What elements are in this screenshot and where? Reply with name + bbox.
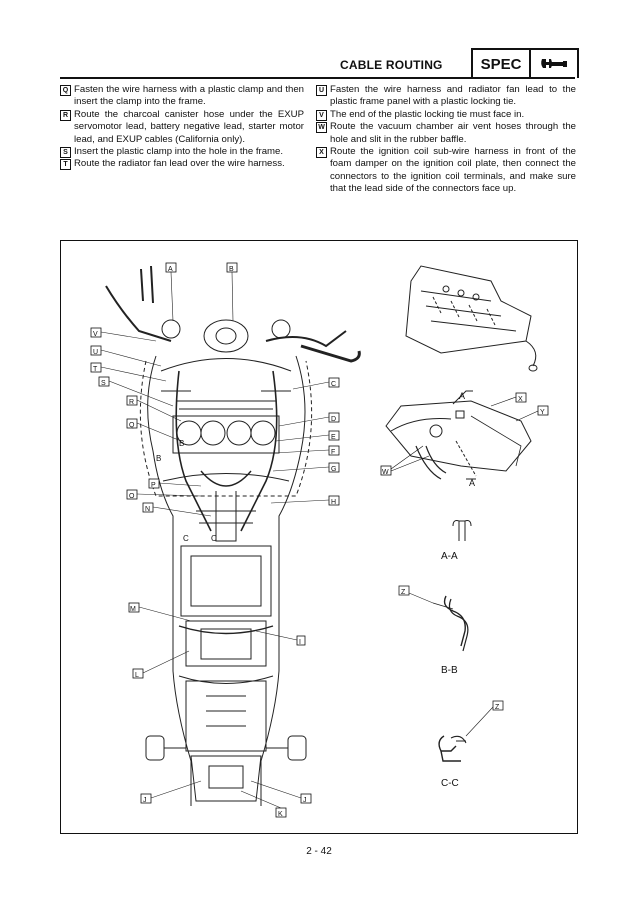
svg-text:A: A <box>469 478 475 488</box>
callout-b: B <box>229 266 234 273</box>
callout-l: L <box>135 672 139 679</box>
callout-labels: A B C D E F G H I J J K L M N O P Q R S … <box>90 262 340 818</box>
item-key: R <box>60 109 71 121</box>
callout-m: M <box>130 606 136 613</box>
item-text: Insert the plastic clamp into the hole i… <box>74 146 284 158</box>
callout-u: U <box>93 349 98 356</box>
callout-t: T <box>93 366 98 373</box>
inset-callouts: X Y W A A <box>380 391 549 488</box>
page-number: 2 - 42 <box>306 846 332 857</box>
callout-x: X <box>518 396 523 403</box>
callout-z2: Z <box>495 704 500 711</box>
item-key: S <box>60 147 71 159</box>
item-text: Fasten the wire harness and radiator fan… <box>330 84 576 108</box>
callout-e: E <box>331 434 336 441</box>
callout-w: W <box>382 469 389 476</box>
item-key: U <box>316 85 327 96</box>
section-bb: Z B-B <box>398 585 469 676</box>
callout-a: A <box>168 266 173 273</box>
svg-text:B: B <box>156 454 161 463</box>
callout-v: V <box>93 331 98 338</box>
leader-lines <box>100 271 330 809</box>
item-key: X <box>316 147 327 159</box>
callout-p: P <box>151 482 156 489</box>
section-aa: A-A <box>441 520 472 562</box>
callout-c: C <box>331 381 336 388</box>
item-key: Q <box>60 85 71 96</box>
item-key: W <box>316 122 327 134</box>
routing-diagram: A B C D E F G H I J J K L M N O P Q R S … <box>90 262 549 818</box>
section-bb-label: B-B <box>441 665 458 676</box>
inset-coil-plate <box>405 265 538 372</box>
callout-i: I <box>299 639 301 646</box>
callout-n: N <box>145 506 150 513</box>
item-text: Fasten the wire harness with a plastic c… <box>74 84 304 108</box>
section-cc: Z C-C <box>438 700 504 789</box>
callout-h: H <box>331 499 336 506</box>
callout-o: O <box>129 493 135 500</box>
svg-text:C: C <box>183 534 189 543</box>
item-text: Route the charcoal canister hose under t… <box>74 108 304 145</box>
svg-text:A: A <box>459 391 465 401</box>
inset-baffle <box>385 390 532 480</box>
wrench-icon <box>541 59 567 68</box>
callout-j2: J <box>303 797 307 804</box>
item-key: T <box>60 159 71 171</box>
callout-d: D <box>331 416 336 423</box>
tool-badge <box>529 48 579 78</box>
cable-routing-figure: A B C D E F G H I J J K L M N O P Q R S … <box>60 240 578 834</box>
section-cc-label: C-C <box>441 778 459 789</box>
item-text: The end of the plastic locking tie must … <box>330 108 525 120</box>
item-text: Route the vacuum chamber air vent hoses … <box>330 121 576 145</box>
item-text: Route the ignition coil sub-wire harness… <box>330 146 576 195</box>
section-markers: B B C C <box>156 439 217 543</box>
motorcycle-top-view <box>105 265 361 806</box>
callout-s: S <box>101 380 106 387</box>
svg-text:B: B <box>179 439 184 448</box>
callout-r: R <box>129 399 134 406</box>
item-key: V <box>316 109 327 121</box>
header-rule <box>60 77 575 79</box>
svg-text:C: C <box>211 534 217 543</box>
section-title: CABLE ROUTING <box>340 58 443 72</box>
callout-k: K <box>278 811 283 818</box>
spec-badge: SPEC <box>471 48 531 78</box>
callout-g: G <box>331 466 336 473</box>
item-text: Route the radiator fan lead over the wir… <box>74 158 285 170</box>
section-aa-label: A-A <box>441 551 458 562</box>
callout-f: F <box>331 449 335 456</box>
callout-j1: J <box>143 797 147 804</box>
callout-y: Y <box>540 409 545 416</box>
callout-z1: Z <box>401 589 406 596</box>
callout-q: Q <box>129 422 135 429</box>
